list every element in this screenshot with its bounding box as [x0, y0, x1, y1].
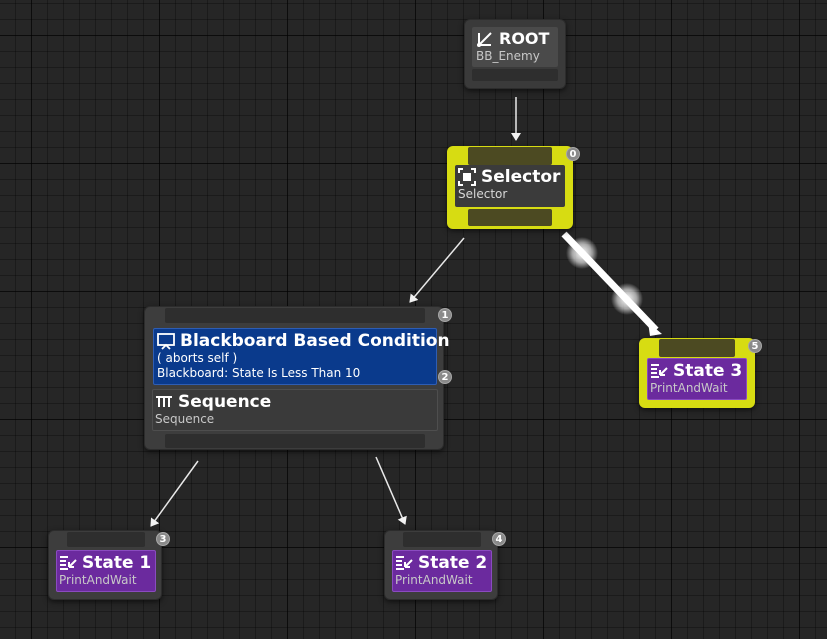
sequence-input-pin[interactable] [165, 308, 425, 323]
decorator-title: Blackboard Based Condition [180, 331, 450, 351]
wire-selector-to-state3 [561, 231, 659, 333]
state-1-index-badge: 3 [156, 532, 170, 546]
state-3-title-box: State 3 PrintAndWait [647, 358, 747, 400]
decorator-index-badge: 2 [438, 370, 452, 384]
wire-sequence-to-state2 [375, 456, 407, 525]
wire-flow-glow-1 [566, 237, 598, 269]
wire-selector-to-sequence [409, 237, 465, 303]
root-output-pin[interactable] [472, 69, 558, 81]
state-3-title: State 3 [673, 361, 743, 381]
selector-title-box: Selector Selector [455, 165, 565, 207]
root-branch-icon [477, 32, 492, 47]
sequence-output-pin[interactable] [165, 434, 425, 448]
state-2-title-box: State 2 PrintAndWait [392, 550, 492, 592]
selector-output-pin[interactable] [468, 209, 552, 226]
state-3-index-badge: 5 [748, 339, 762, 353]
state-2-subtitle: PrintAndWait [395, 573, 473, 587]
root-title: ROOT [499, 29, 550, 48]
sequence-title-box: Sequence Sequence [152, 389, 438, 431]
state-2-input-pin[interactable] [403, 532, 481, 547]
state-3-input-pin[interactable] [659, 339, 735, 357]
decorator-abort-mode: ( aborts self ) [157, 351, 238, 365]
selector-index-badge: 0 [566, 147, 580, 161]
root-subtitle: BB_Enemy [476, 49, 540, 63]
task-node-state-1[interactable]: State 1 PrintAndWait 3 [48, 530, 170, 600]
task-icon [651, 364, 668, 378]
selector-input-pin[interactable] [468, 147, 552, 165]
task-icon [396, 556, 413, 570]
state-1-title-box: State 1 PrintAndWait [56, 550, 156, 592]
state-2-title: State 2 [418, 553, 488, 573]
sequence-subtitle: Sequence [155, 412, 215, 426]
state-2-index-badge: 4 [492, 532, 506, 546]
task-icon [60, 556, 77, 570]
decorator-description: Blackboard: State Is Less Than 10 [157, 366, 361, 380]
state-1-title: State 1 [82, 553, 152, 573]
blackboard-icon [157, 333, 175, 350]
decorator-blackboard-condition[interactable]: Blackboard Based Condition ( aborts self… [153, 328, 450, 385]
root-title-box: ROOT BB_Enemy [472, 27, 558, 67]
sequence-node[interactable]: Blackboard Based Condition ( aborts self… [144, 306, 452, 450]
selector-title: Selector [481, 167, 561, 187]
state-1-subtitle: PrintAndWait [59, 573, 137, 587]
state-3-subtitle: PrintAndWait [650, 381, 728, 395]
root-node[interactable]: ROOT BB_Enemy [464, 19, 566, 89]
sequence-title: Sequence [178, 392, 272, 412]
state-1-input-pin[interactable] [67, 532, 145, 547]
task-node-state-3[interactable]: State 3 PrintAndWait 5 [639, 338, 762, 408]
selector-node[interactable]: Selector Selector 0 [447, 146, 580, 229]
wire-sequence-to-state1 [150, 460, 199, 527]
sequence-icon [156, 396, 172, 407]
selector-subtitle: Selector [458, 187, 508, 201]
wire-flow-glow-2 [611, 283, 643, 315]
sequence-index-badge: 1 [438, 308, 452, 322]
selector-icon [458, 168, 476, 186]
task-node-state-2[interactable]: State 2 PrintAndWait 4 [384, 530, 506, 600]
